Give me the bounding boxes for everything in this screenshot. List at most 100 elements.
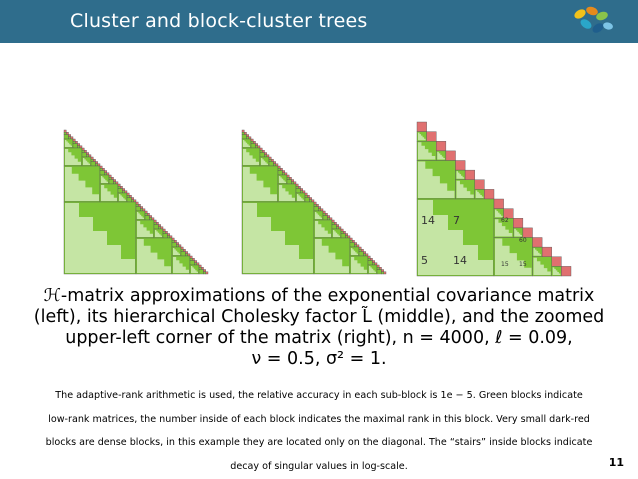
lowrank-block [180,251,186,257]
lowrank-block [185,253,188,257]
dense-block [99,165,103,169]
dense-block [144,210,148,214]
singular-value-stairs [514,228,522,237]
singular-value-stairs [279,185,295,201]
singular-value-stairs [243,167,277,201]
lowrank-block [153,224,159,230]
singular-value-stairs [315,221,331,237]
dense-block [322,210,326,214]
dense-block [455,160,466,171]
singular-value-stairs [297,194,304,201]
singular-value-stairs [65,149,81,165]
dense-block [257,145,261,149]
dense-block [363,251,366,254]
singular-value-stairs [475,190,484,198]
dense-block [138,204,141,207]
singular-value-stairs [173,248,180,255]
dense-block [259,147,263,151]
singular-value-stairs [351,257,367,273]
explanatory-note: The adaptive-rank arithmetic is used, th… [20,384,618,478]
dense-block [255,143,258,146]
zoom-rank-7: 7 [453,214,460,227]
dense-block [160,226,164,230]
singular-value-stairs [418,161,455,198]
dense-block [329,217,333,221]
dense-block [327,215,330,218]
lowrank-block [198,267,202,270]
dense-block [268,156,272,160]
dense-block [187,253,191,257]
lowrank-block [313,204,317,207]
dense-block [120,186,123,189]
lowrank-block [72,141,76,144]
lowrank-block [180,249,184,252]
dense-block [63,129,67,133]
lowrank-block [99,170,105,176]
dense-block [93,159,96,162]
dense-block [70,136,74,140]
note-line-2: low-rank matrices, the number inside of … [48,413,590,425]
dense-block [474,179,485,190]
singular-value-stairs [65,167,99,201]
dense-block [104,170,107,173]
lowrank-block [149,217,152,221]
lowrank-block [68,136,71,140]
lowrank-block [246,136,249,140]
dense-block [266,154,270,158]
dense-block [102,168,105,171]
zoom-rank-15-b: 15 [519,261,527,268]
dense-block [185,251,188,254]
lowrank-block [381,271,384,275]
singular-value-stairs [243,140,250,147]
lowrank-block [63,132,67,135]
lowrank-block [135,206,141,212]
dense-block [189,255,193,259]
lowrank-block [295,186,299,189]
lowrank-block [304,195,308,198]
lowrank-block [358,249,362,252]
singular-value-stairs [315,212,322,219]
lowrank-block [259,152,265,158]
singular-value-stairs [552,267,561,275]
dense-block [162,228,166,232]
lowrank-block [144,215,150,221]
dense-block [347,235,351,239]
singular-value-stairs [418,200,493,275]
dense-block [313,201,317,205]
dense-block [277,165,281,169]
dense-block [248,136,252,140]
dense-block [165,231,168,234]
dense-block [108,174,112,178]
singular-value-stairs [243,203,313,273]
lowrank-block [363,253,366,257]
lowrank-block [349,242,355,248]
cholesky-figure-middle [241,129,387,275]
dense-block [282,170,285,173]
dense-block [334,222,337,225]
note-line-4: decay of singular values in log-scale. [230,460,408,472]
lowrank-block [189,258,193,261]
dense-block [131,197,134,200]
dense-block [416,121,427,132]
dense-block [304,192,308,196]
singular-value-stairs [369,266,376,273]
lowrank-block [176,244,179,248]
dense-block [111,177,114,180]
lowrank-block [336,226,339,230]
dense-block [133,199,137,203]
dense-block [532,237,543,248]
dense-block [320,208,324,212]
dense-block [250,138,254,142]
dense-block [147,213,150,216]
dense-block [293,181,297,185]
lowrank-block [113,181,116,185]
lowrank-block [367,258,371,261]
dense-block [198,264,202,268]
dense-block [316,204,319,207]
singular-value-stairs [137,239,171,273]
singular-value-stairs [261,158,268,165]
caption-line-4: ν = 0.5, σ² = 1. [251,349,387,369]
dense-block [262,150,265,153]
dense-block [284,172,288,176]
dense-block [176,242,179,245]
